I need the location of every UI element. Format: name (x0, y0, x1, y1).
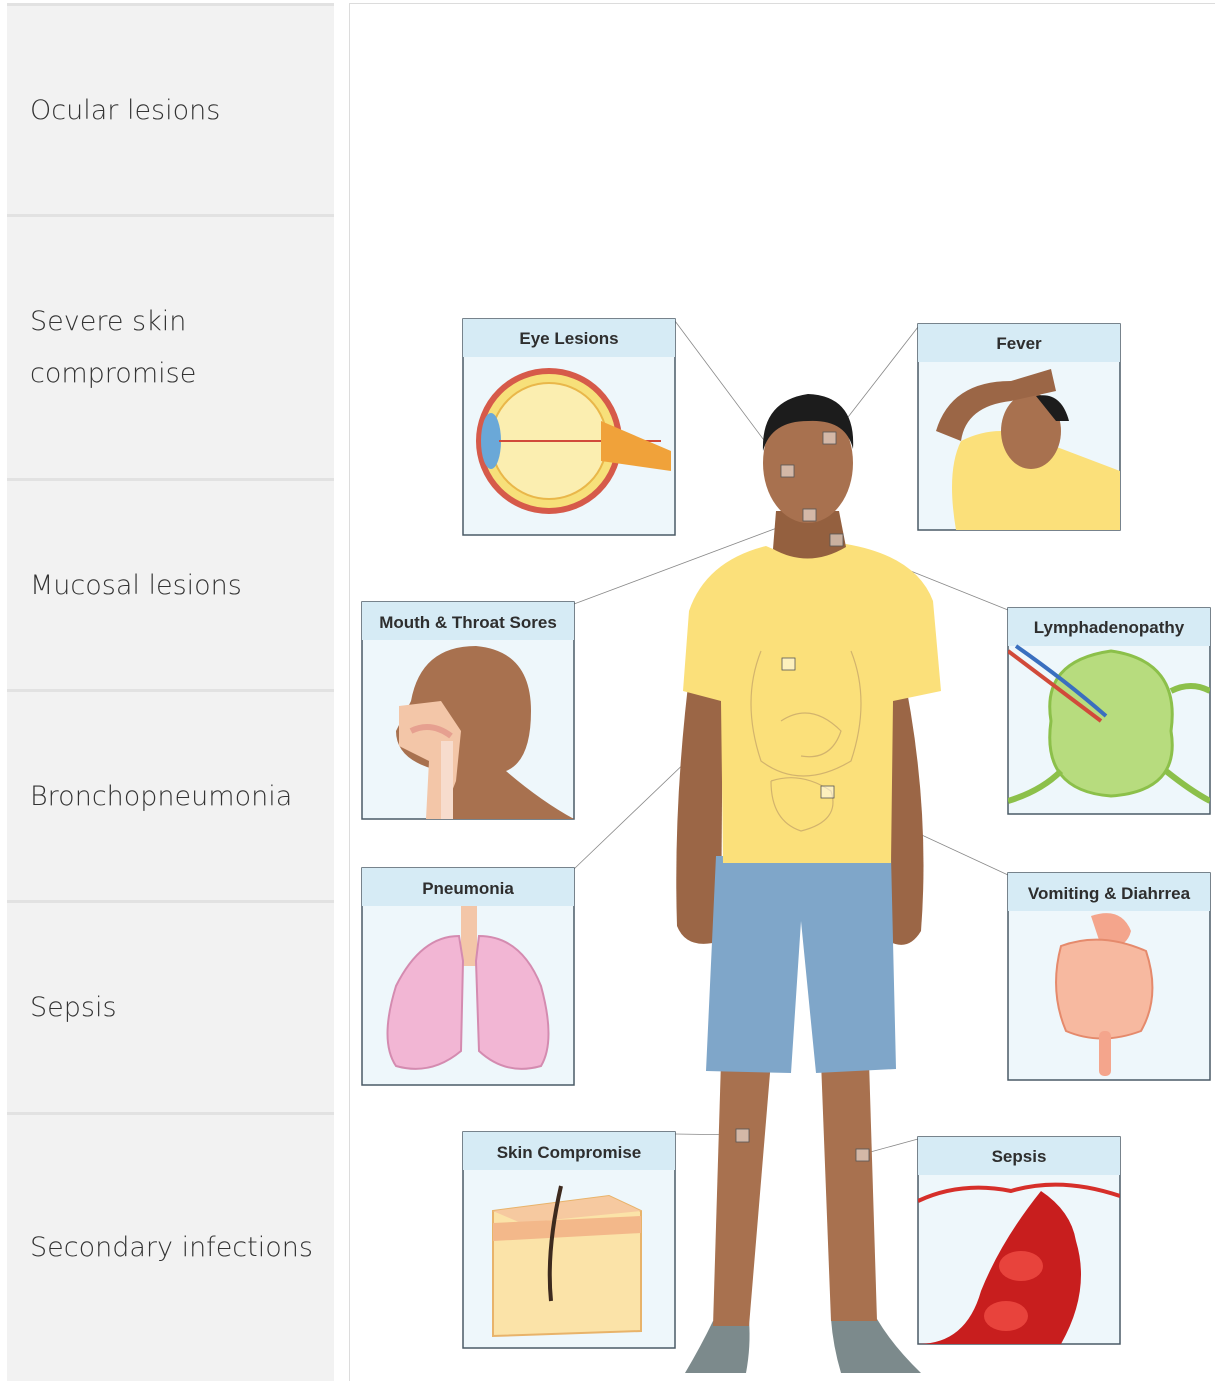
panel-vomiting-diarrhea: Vomiting & Diahrrea (1008, 873, 1210, 1080)
panel-title-vomit: Vomiting & Diahrrea (1028, 884, 1191, 903)
panel-title-eye: Eye Lesions (519, 329, 618, 348)
panel-mouth-throat-sores: Mouth & Throat Sores (362, 602, 574, 819)
row-label-skin: Severe skin compromise (30, 296, 210, 400)
panel-eye-lesions: Eye Lesions (463, 319, 675, 535)
panel-title-sepsis: Sepsis (992, 1147, 1047, 1166)
row-label-mucosal: Mucosal lesions (30, 560, 242, 612)
table-row: Ocular lesions (7, 3, 334, 216)
panel-title-lymph: Lymphadenopathy (1034, 618, 1185, 637)
panel-title-fever: Fever (996, 334, 1042, 353)
panel-fever: Fever (918, 324, 1120, 530)
illustration-panel: Eye Lesions Fever Mouth & Throat Sores (349, 3, 1215, 1381)
panel-title-mouth: Mouth & Throat Sores (379, 613, 557, 632)
row-label-secondary: Secondary infections (30, 1222, 313, 1274)
table-row: Secondary infections (7, 1112, 334, 1381)
table-row: Severe skin compromise (7, 214, 334, 478)
symptoms-illustration: Eye Lesions Fever Mouth & Throat Sores (350, 4, 1215, 1382)
panel-lymphadenopathy: Lymphadenopathy (1008, 608, 1210, 814)
panel-sepsis: Sepsis (918, 1137, 1120, 1344)
panel-title-pneumonia: Pneumonia (422, 879, 514, 898)
panel-skin-compromise: Skin Compromise (463, 1132, 675, 1348)
row-label-sepsis: Sepsis (30, 982, 117, 1034)
table-row: Bronchopneumonia (7, 689, 334, 901)
panel-title-skin: Skin Compromise (497, 1143, 642, 1162)
row-label-ocular: Ocular lesions (30, 85, 220, 137)
row-label-bronchopneumonia: Bronchopneumonia (30, 771, 292, 823)
table-row: Mucosal lesions (7, 478, 334, 690)
table-row: Sepsis (7, 900, 334, 1113)
symptom-table: Ocular lesions Severe skin compromise Mu… (7, 0, 334, 1381)
panel-pneumonia: Pneumonia (362, 868, 574, 1085)
